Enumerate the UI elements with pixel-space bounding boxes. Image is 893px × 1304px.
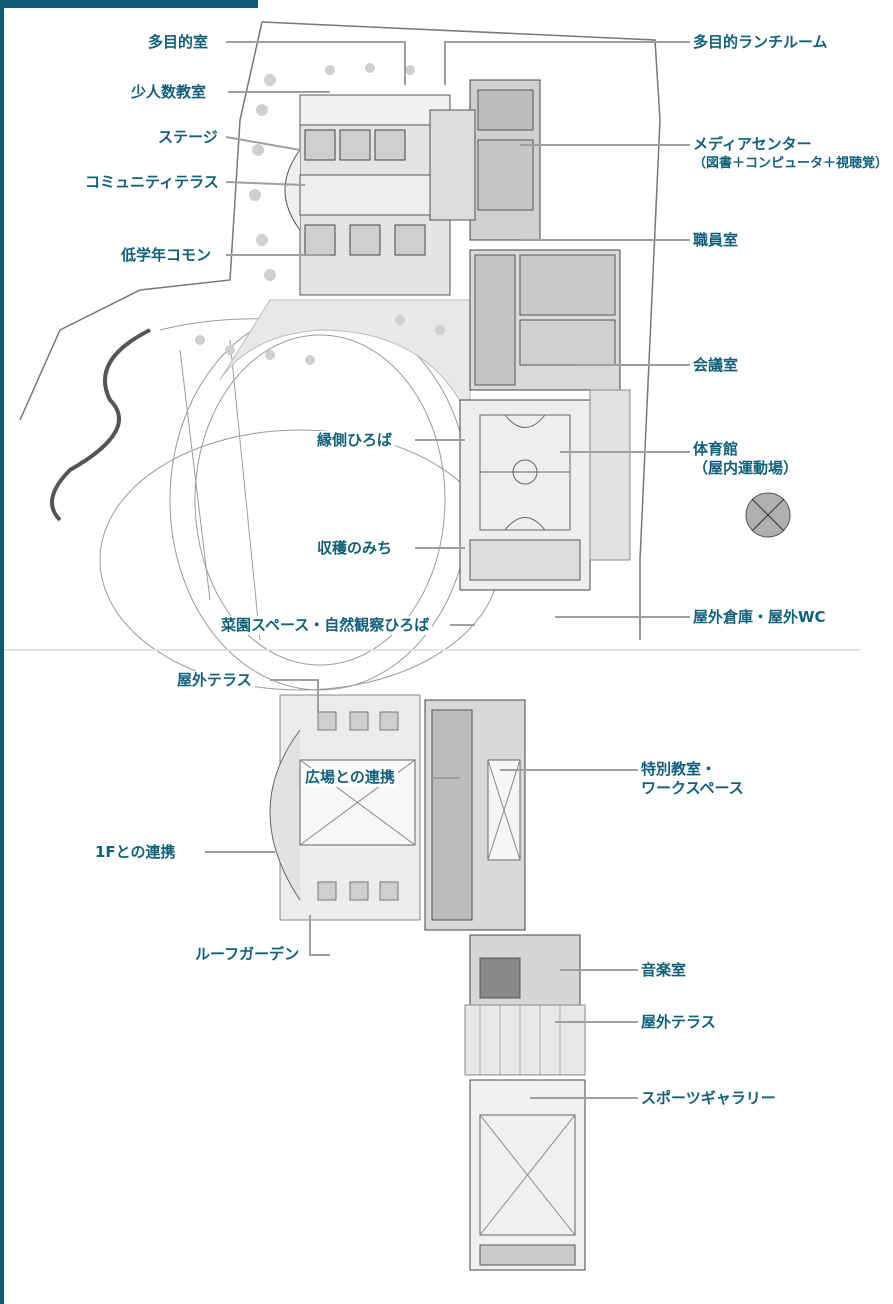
classroom-north [299,94,451,126]
gym-annex [589,389,631,561]
label-garden-nature-plaza: 菜園スペース・自然観察ひろば [218,616,433,635]
label-harvest-path: 収穫のみち [314,539,396,558]
label-music-room: 音楽室 [638,961,690,980]
label-lower-grade-common: 低学年コモン [118,246,215,265]
label-small-class-room: 少人数教室 [128,83,210,102]
outdoor-terrace-2f [464,1004,586,1076]
label-roof-garden: ルーフガーデン [192,945,303,964]
label-engawa-plaza: 縁側ひろば [314,431,396,450]
label-media-center-line1: メディアセンター [693,135,812,153]
label-special-classroom-line1: 特別教室・ [641,760,717,778]
community-terrace-curve [284,149,301,231]
label-plaza-connection: 広場との連携 [302,768,398,787]
west-curved-path [50,328,151,522]
label-staff-room: 職員室 [690,231,742,250]
site-boundary [19,21,661,640]
west-curved-terrace [269,729,301,901]
label-lunch-room: 多目的ランチルーム [690,33,831,52]
label-media-center-line2: （図書＋コンピュータ＋視聴覚） [693,156,889,171]
connector-block [429,109,476,221]
label-sports-gallery: スポーツギャラリー [638,1089,779,1108]
terrace-planters [317,711,399,901]
leader-lines [205,41,690,1099]
label-gymnasium-line2: （屋内運動場） [693,459,799,477]
label-tamokuteki-room: 多目的室 [145,33,212,52]
north-compass [745,492,791,538]
hall-strip [299,174,431,216]
classroom-units [304,129,426,256]
label-outdoor-terrace-top: 屋外テラス [174,671,255,690]
label-meeting-room: 会議室 [690,356,742,375]
label-gymnasium: 体育館 （屋内運動場） [690,440,856,478]
page-frame-top [0,0,258,8]
label-stage: ステージ [155,128,221,147]
label-outdoor-storage-wc: 屋外倉庫・屋外WC [690,608,829,627]
plan-1f [19,21,791,691]
label-media-center: メディアセンター （図書＋コンピュータ＋視聴覚） [690,135,893,173]
label-1f-connection: 1Fとの連携 [92,843,179,862]
label-outdoor-terrace-right: 屋外テラス [638,1013,719,1032]
page-frame-left [0,0,4,1304]
label-gymnasium-line1: 体育館 [693,440,739,458]
label-special-classroom-line2: ワークスペース [641,779,744,797]
central-plaza [219,299,471,421]
trees [195,63,445,365]
label-community-terrace: コミュニティテラス [82,173,222,192]
plan-2f [269,694,586,1271]
label-special-classroom: 特別教室・ ワークスペース [638,760,824,798]
